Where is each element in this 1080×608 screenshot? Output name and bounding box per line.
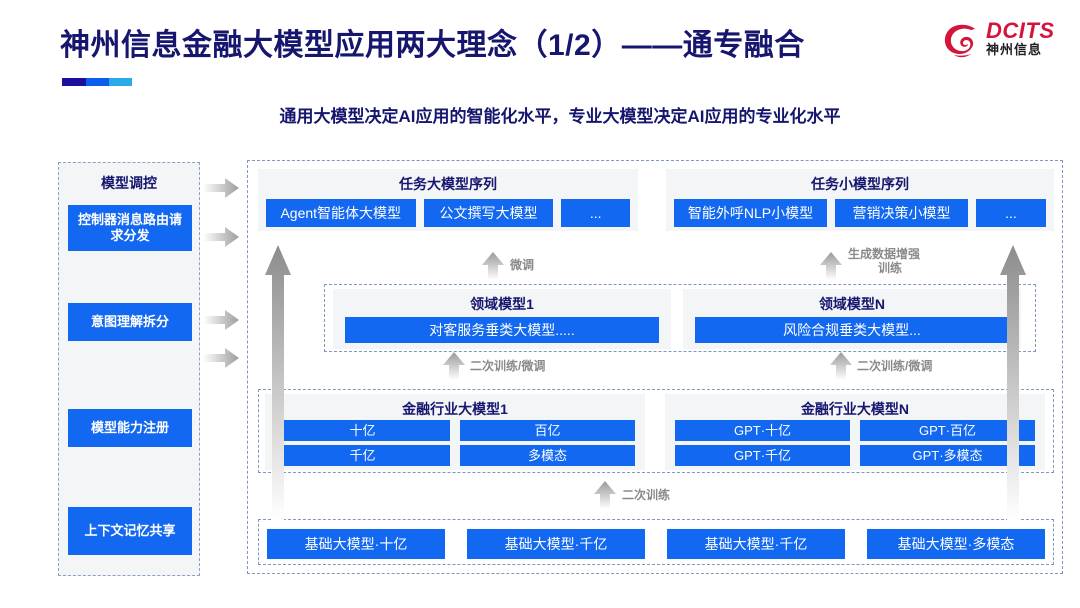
page-title: 神州信息金融大模型应用两大理念（1/2）——通专融合	[60, 29, 805, 62]
accent-segment-1	[62, 78, 86, 86]
control-panel-title: 模型调控	[101, 175, 157, 191]
base-model-group: 基础大模型·十亿 基础大模型·千亿 基础大模型·千亿 基础大模型·多模态	[258, 519, 1054, 565]
connector-arrow-right-3	[203, 310, 239, 330]
chip-indn-gpt-billion[interactable]: GPT·十亿	[675, 420, 850, 441]
flow-arrow-up-left-tall	[265, 245, 291, 520]
control-panel: 模型调控 控制器消息路由请求分发 意图理解拆分 模型能力注册 上下文记忆共享	[58, 162, 200, 576]
chip-marketing-decision-model[interactable]: 营销决策小模型	[835, 199, 968, 227]
task-large-model-sequence-title: 任务大模型序列	[399, 176, 497, 192]
industry-model-1-title: 金融行业大模型1	[402, 401, 508, 417]
connector-arrow-right-1	[203, 178, 239, 198]
domain-model-n-title: 领域模型N	[818, 296, 886, 312]
logo-en-text: DCITS	[986, 18, 1055, 43]
chip-ind1-billion[interactable]: 十亿	[275, 420, 450, 441]
connector-arrow-right-2	[203, 227, 239, 247]
chip-indn-gpt-multimodal[interactable]: GPT·多模态	[860, 445, 1035, 466]
chip-outbound-nlp-model[interactable]: 智能外呼NLP小模型	[674, 199, 827, 227]
industry-model-n-panel: 金融行业大模型N GPT·十亿 GPT·百亿 GPT·千亿 GPT·多模态	[665, 394, 1045, 470]
chip-customer-service-vertical-model[interactable]: 对客服务垂类大模型.....	[345, 317, 659, 343]
domain-model-group: 领域模型1 对客服务垂类大模型..... 领域模型N 风险合规垂类大模型...	[324, 284, 1036, 352]
label-data-augment-line1: 生成数据增强	[848, 247, 921, 261]
domain-model-1-title: 领域模型1	[470, 296, 534, 312]
task-small-model-chip-row: 智能外呼NLP小模型 营销决策小模型 ...	[674, 199, 1046, 227]
chip-ind1-ten-billion[interactable]: 百亿	[460, 420, 635, 441]
company-logo: DCITS 神州信息	[942, 18, 1062, 70]
base-model-chip-row: 基础大模型·十亿 基础大模型·千亿 基础大模型·千亿 基础大模型·多模态	[267, 529, 1045, 559]
flow-arrow-data-augment	[820, 252, 842, 280]
chip-indn-gpt-ten-billion[interactable]: GPT·百亿	[860, 420, 1035, 441]
chip-task-small-more[interactable]: ...	[976, 199, 1046, 227]
flow-arrow-retrain-left	[443, 352, 465, 380]
industry-model-n-chip-grid: GPT·十亿 GPT·百亿 GPT·千亿 GPT·多模态	[675, 420, 1035, 466]
chip-base-trillion[interactable]: 基础大模型·千亿	[667, 529, 845, 559]
label-data-augment-line2: 训练	[877, 261, 902, 275]
industry-model-1-panel: 金融行业大模型1 十亿 百亿 千亿 多模态	[265, 394, 645, 470]
flow-arrow-retrain-right	[830, 352, 852, 380]
task-small-model-sequence-title: 任务小模型序列	[811, 176, 909, 192]
architecture-container: 任务大模型序列 Agent智能体大模型 公文撰写大模型 ... 任务小模型序列 …	[247, 160, 1063, 574]
task-large-model-chip-row: Agent智能体大模型 公文撰写大模型 ...	[266, 199, 630, 227]
control-item-intent[interactable]: 意图理解拆分	[68, 303, 192, 341]
chip-risk-compliance-vertical-model[interactable]: 风险合规垂类大模型...	[695, 317, 1009, 343]
task-small-model-sequence-panel: 任务小模型序列 智能外呼NLP小模型 营销决策小模型 ...	[666, 169, 1054, 231]
flow-arrow-retrain-center	[594, 481, 616, 509]
chip-agent-large-model[interactable]: Agent智能体大模型	[266, 199, 416, 227]
accent-segment-2	[86, 78, 109, 86]
accent-bar	[62, 78, 132, 86]
label-retrain-finetune-right: 二次训练/微调	[857, 359, 933, 373]
chip-base-hundred-billion[interactable]: 基础大模型·千亿	[467, 529, 645, 559]
chip-document-writing-model[interactable]: 公文撰写大模型	[423, 199, 554, 227]
chip-base-multimodal[interactable]: 基础大模型·多模态	[867, 529, 1045, 559]
label-retrain: 二次训练	[622, 488, 671, 502]
domain-model-1-panel: 领域模型1 对客服务垂类大模型.....	[333, 289, 671, 349]
logo-cn-text: 神州信息	[986, 42, 1043, 57]
page-subtitle: 通用大模型决定AI应用的智能化水平，专业大模型决定AI应用的专业化水平	[279, 107, 841, 126]
industry-model-n-title: 金融行业大模型N	[800, 401, 910, 417]
domain-model-n-panel: 领域模型N 风险合规垂类大模型...	[683, 289, 1021, 349]
dcits-swirl-icon	[944, 24, 975, 58]
accent-segment-3	[109, 78, 132, 86]
task-large-model-sequence-panel: 任务大模型序列 Agent智能体大模型 公文撰写大模型 ...	[258, 169, 638, 231]
chip-ind1-hundred-billion[interactable]: 千亿	[275, 445, 450, 466]
industry-model-1-chip-grid: 十亿 百亿 千亿 多模态	[275, 420, 635, 466]
control-item-capability[interactable]: 模型能力注册	[68, 409, 192, 447]
label-fine-tune: 微调	[510, 258, 535, 272]
control-item-router[interactable]: 控制器消息路由请求分发	[68, 205, 192, 251]
control-item-context[interactable]: 上下文记忆共享	[68, 507, 192, 555]
flow-arrow-up-right-tall	[1000, 245, 1026, 520]
chip-base-billion[interactable]: 基础大模型·十亿	[267, 529, 445, 559]
connector-arrow-right-4	[203, 348, 239, 368]
logo-text: DCITS 神州信息	[986, 20, 1055, 58]
chip-ind1-multimodal[interactable]: 多模态	[460, 445, 635, 466]
industry-model-group: 金融行业大模型1 十亿 百亿 千亿 多模态 金融行业大模型N GPT·十亿 GP…	[258, 389, 1054, 473]
flow-arrow-fine-tune	[482, 252, 504, 280]
chip-task-large-more[interactable]: ...	[561, 199, 630, 227]
chip-indn-gpt-hundred-billion[interactable]: GPT·千亿	[675, 445, 850, 466]
label-retrain-finetune-left: 二次训练/微调	[470, 359, 546, 373]
